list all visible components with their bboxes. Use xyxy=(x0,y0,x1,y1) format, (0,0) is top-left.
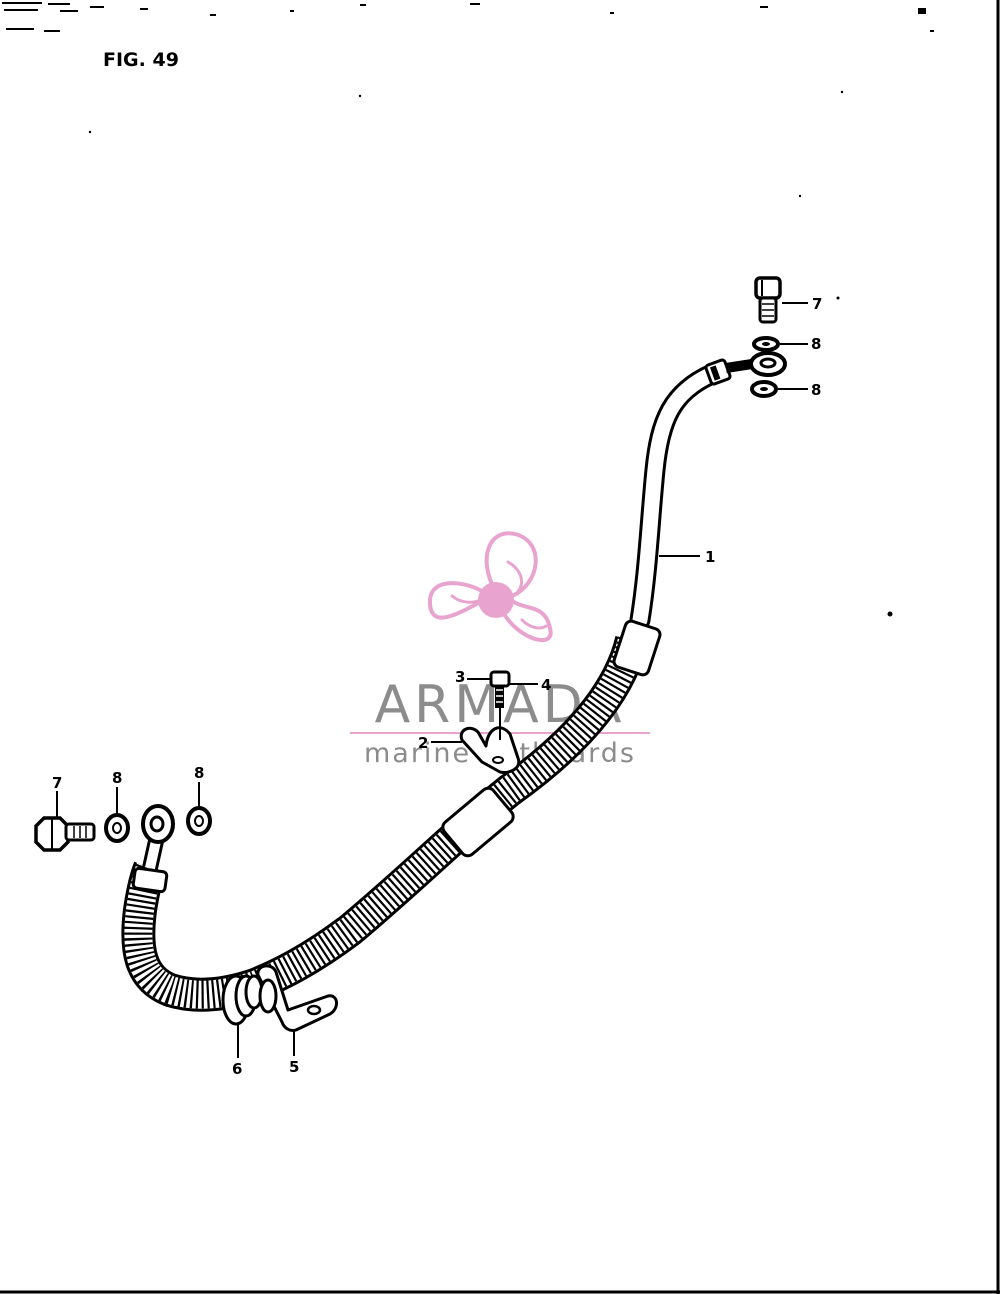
scan-noise xyxy=(2,2,934,617)
callout-8-top-b: 8 xyxy=(811,381,821,399)
top-washer-upper xyxy=(752,336,780,352)
left-washer-a xyxy=(104,813,130,843)
propeller-logo-icon xyxy=(427,531,553,643)
propeller-hub xyxy=(478,582,514,618)
callout-2: 2 xyxy=(418,734,428,752)
callout-4: 4 xyxy=(541,676,551,694)
callout-8-top-a: 8 xyxy=(811,335,821,353)
callout-3: 3 xyxy=(455,668,465,686)
left-union-bolt xyxy=(34,816,96,852)
callout-labels: 1 7 8 8 3 4 2 7 8 8 6 5 xyxy=(52,295,822,1078)
callout-1: 1 xyxy=(705,548,715,566)
hose-sleeve-upper xyxy=(612,619,662,677)
hose-sleeve-middle xyxy=(441,786,515,858)
left-washer-b xyxy=(186,806,212,836)
callout-7-top: 7 xyxy=(812,295,822,313)
callout-7-left: 7 xyxy=(52,774,62,792)
upper-banjo-fitting xyxy=(749,351,787,377)
callout-8-left-a: 8 xyxy=(112,769,122,787)
hose-grommet xyxy=(221,974,264,1026)
callout-6: 6 xyxy=(232,1060,242,1078)
hose-assembly xyxy=(121,351,787,1032)
lower-banjo-fitting xyxy=(141,804,175,844)
hose-clamp xyxy=(459,726,521,774)
top-union-bolt xyxy=(754,276,782,324)
hose-bracket xyxy=(256,964,338,1032)
lower-hose-fitting xyxy=(131,866,169,894)
callout-5: 5 xyxy=(289,1058,299,1076)
leader-lines xyxy=(56,302,808,1058)
figure-title: FIG. 49 xyxy=(103,49,179,71)
callout-8-left-b: 8 xyxy=(194,764,204,782)
top-washer-lower xyxy=(750,380,778,398)
